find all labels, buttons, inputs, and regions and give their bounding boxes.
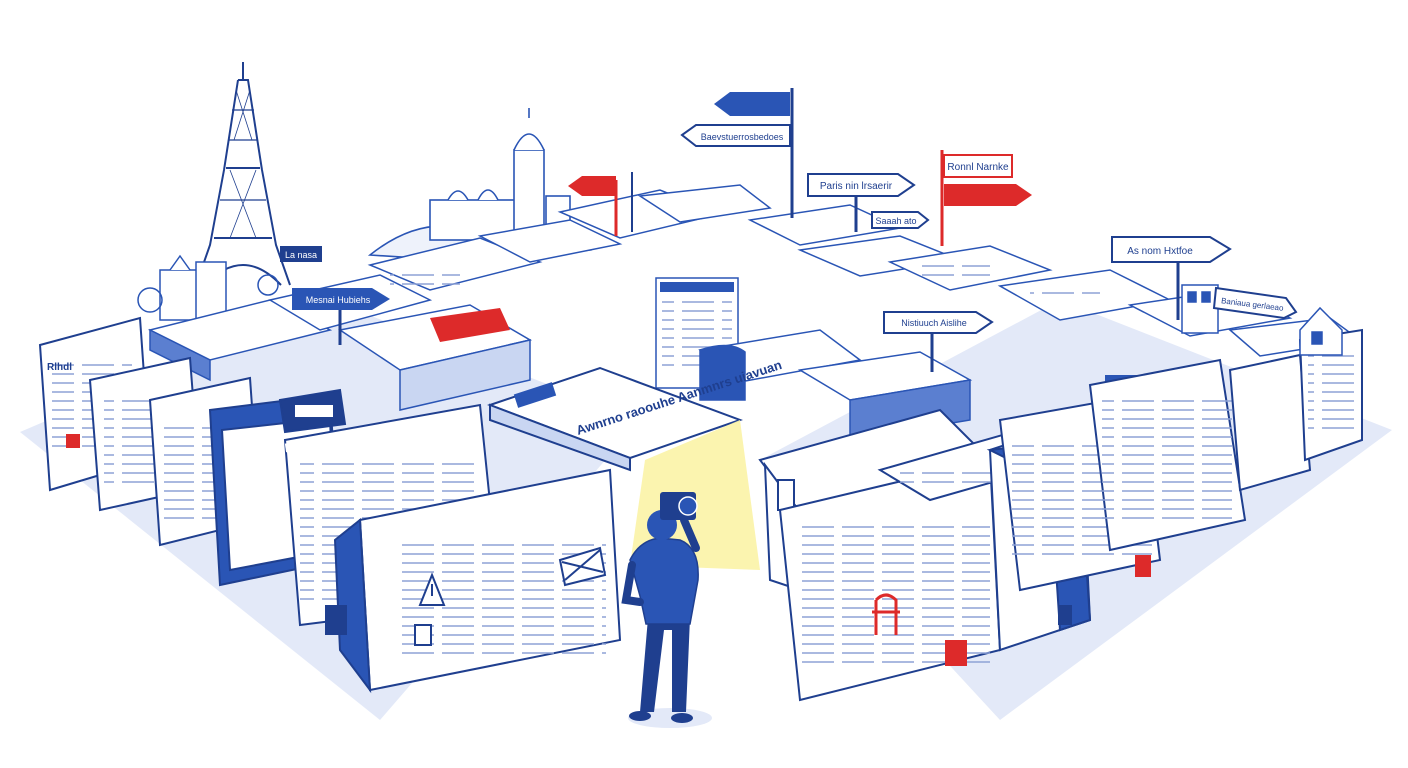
sign-left-blue[interactable]: Mesnai Hubiehs xyxy=(292,288,390,345)
sign-red-top[interactable]: Ronnl Narnke xyxy=(940,150,1032,246)
maze-back-right xyxy=(747,204,1362,357)
sign-right-lower-text: Nistiuuch Aislihe xyxy=(901,318,967,328)
right-front-maze xyxy=(758,328,1363,702)
sign-center-right-text: Paris nin lrsaerir xyxy=(820,181,893,192)
red-chair-icon xyxy=(872,593,900,635)
sign-small-right-text: Saaah ato xyxy=(875,216,916,226)
sign-far-right[interactable]: As nom Hxtfoe xyxy=(1111,236,1232,320)
central-document-box xyxy=(487,366,743,472)
maze-back-left xyxy=(147,184,772,382)
left-front-maze xyxy=(38,316,622,694)
sign-left-blue-text: Mesnai Hubiehs xyxy=(306,295,371,305)
sign-top-blue[interactable]: Baevstuerrosbedoes xyxy=(680,88,794,218)
sign-red-top-text: Ronnl Narnke xyxy=(947,162,1009,173)
photographer-icon xyxy=(621,492,712,728)
sign-right-lower[interactable]: Nistiuuch Aislihe xyxy=(883,311,994,372)
right-buildings xyxy=(1181,284,1343,356)
maze-middle xyxy=(338,277,1145,441)
warning-triangle-icon xyxy=(418,572,446,606)
sign-building-right[interactable]: Baniaua gerlaeao xyxy=(1212,286,1298,320)
sign-center-right[interactable]: Paris nin lrsaerir Saaah ato xyxy=(807,173,930,232)
left-edge-box-label: Rlhdl xyxy=(47,362,72,373)
eiffel-tag: La nasa xyxy=(280,246,322,262)
eiffel-tower-icon xyxy=(195,62,291,286)
sign-far-right-text: As nom Hxtfoe xyxy=(1127,246,1193,257)
sign-top-blue-text: Baevstuerrosbedoes xyxy=(701,132,784,142)
eiffel-tag-text: La nasa xyxy=(285,250,317,260)
sign-red-left[interactable] xyxy=(568,172,633,236)
